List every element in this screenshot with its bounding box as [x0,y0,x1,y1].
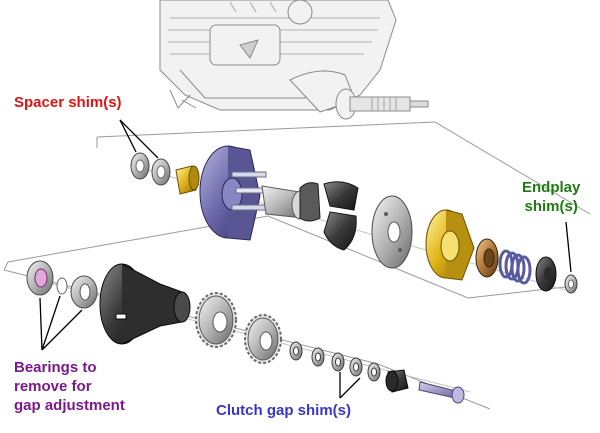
endplay-shims-label: Endplay shim(s) [522,178,580,216]
bronze-bushing [475,238,499,278]
callout-endplay [565,221,572,273]
screw [418,381,465,404]
endplay-label-line-2: shim(s) [524,198,578,215]
callout-clutch-gap [339,372,361,399]
callout-bearings [39,295,83,351]
endplay-label-line-1: Endplay [522,179,581,196]
clutch-plate [371,195,413,269]
bearings-label-line-2: remove for [14,378,92,395]
upper-plane [96,121,591,215]
pinion-gear-small [244,314,282,364]
gold-clutch-nut [425,209,475,281]
bearings-label-line-1: Bearings to [14,359,97,376]
bearings-label: Bearings to remove for gap adjustment [14,358,125,415]
collet [175,165,200,195]
bearings [26,260,98,309]
engine-block [159,0,429,120]
clutch-shoes [299,181,359,251]
callout-spacer [119,119,159,159]
spacer-shims-label: Spacer shim(s) [14,94,122,111]
lock-nut [535,256,557,292]
flywheel [199,145,267,241]
pinion-gear-large [195,292,237,348]
retaining-nut [385,369,409,393]
clutch-gap-shims-label: Clutch gap shim(s) [216,402,352,419]
clutch-bell [99,263,191,345]
endplay-shim [564,274,578,294]
clutch-spring [498,249,532,285]
spacer-shims [130,152,171,186]
bearings-label-line-3: gap adjustment [14,397,125,414]
clutch-gap-shims [289,341,381,382]
